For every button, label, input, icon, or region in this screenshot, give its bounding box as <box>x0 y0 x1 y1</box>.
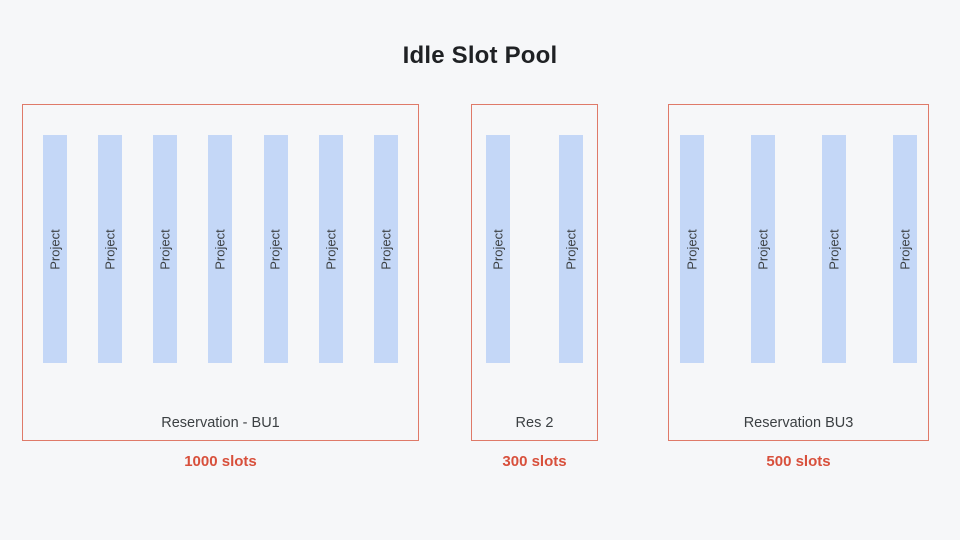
project-bar: Project <box>153 135 178 363</box>
project-bar-label: Project <box>323 228 339 270</box>
project-bar-label: Project <box>755 228 771 270</box>
page-title: Idle Slot Pool <box>402 42 558 69</box>
project-bar: Project <box>486 135 510 363</box>
reservation-group-bu1: Project Project Project Project Project Proje… <box>22 104 419 470</box>
project-bar: Project <box>98 135 123 363</box>
reservation-group-bu3: Project Project Project Project Reservation… <box>668 104 929 470</box>
project-bar-label: Project <box>684 228 700 270</box>
reservation-box-bu1: Project Project Project Project Project Proje… <box>22 104 419 441</box>
project-bar-label: Project <box>563 228 579 270</box>
reservation-box-res2: Project Project Res 2 <box>471 104 598 441</box>
slots-label: 1000 slots <box>184 453 257 470</box>
project-bar-label: Project <box>212 228 228 270</box>
reservation-group-res2: Project Project Res 2 300 slots <box>471 104 598 470</box>
project-bar: Project <box>893 135 917 363</box>
project-bar-label: Project <box>47 228 63 270</box>
project-bar: Project <box>263 135 288 363</box>
project-bar-label: Project <box>490 228 506 270</box>
project-bars: Project Project Project Project <box>669 135 928 363</box>
reservation-label: Reservation BU3 <box>743 415 854 431</box>
project-bar: Project <box>208 135 233 363</box>
slots-label: 300 slots <box>502 453 567 470</box>
reservation-label: Res 2 <box>515 415 554 431</box>
reservation-label: Reservation - BU1 <box>161 415 280 431</box>
project-bar: Project <box>559 135 583 363</box>
project-bar: Project <box>43 135 67 363</box>
project-bars: Project Project <box>472 135 597 363</box>
project-bar: Project <box>751 135 775 363</box>
slots-label: 500 slots <box>766 453 831 470</box>
project-bar-label: Project <box>102 228 118 270</box>
project-bar: Project <box>822 135 846 363</box>
reservation-box-bu3: Project Project Project Project Reservation… <box>668 104 929 441</box>
project-bar-label: Project <box>897 228 913 270</box>
project-bar-label: Project <box>268 228 284 270</box>
project-bar-label: Project <box>826 228 842 270</box>
project-bar: Project <box>318 135 343 363</box>
project-bar-label: Project <box>157 228 173 270</box>
project-bar-label: Project <box>378 228 394 270</box>
project-bar: Project <box>373 135 398 363</box>
project-bar: Project <box>680 135 704 363</box>
project-bars: Project Project Project Project Project Proje… <box>23 135 418 363</box>
